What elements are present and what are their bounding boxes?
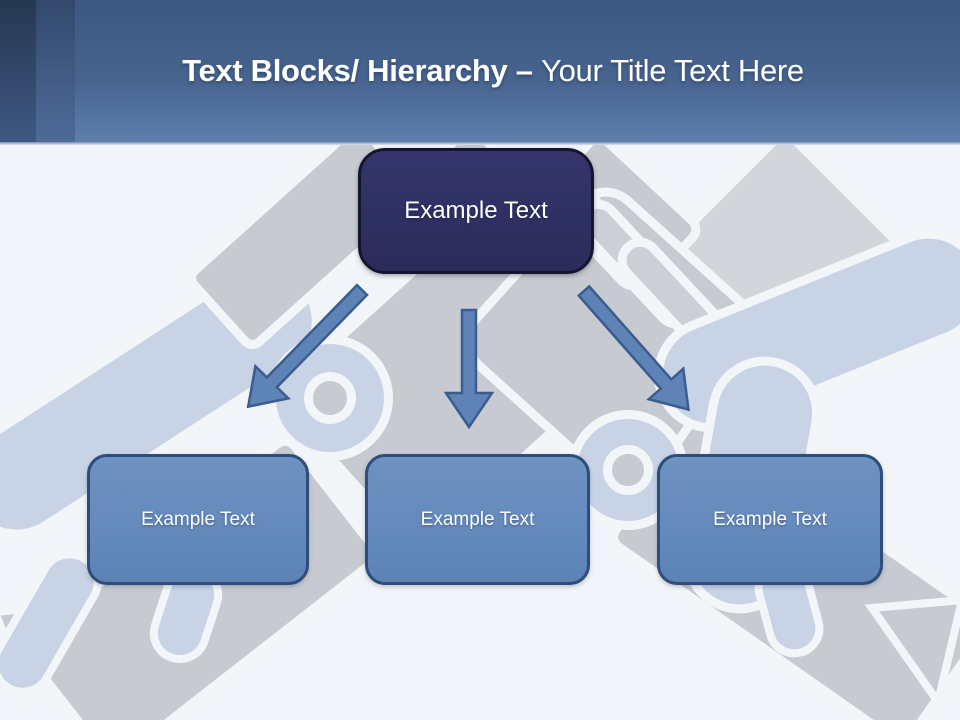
hierarchy-child-label-2: Example Text [420,508,535,530]
connector-arrow-middle[interactable] [443,308,495,430]
title-regular-text: Your Title Text Here [541,53,804,88]
hierarchy-child-box-2[interactable]: Example Text [365,454,590,585]
slide-title[interactable]: Text Blocks/ Hierarchy – Your Title Text… [26,0,960,142]
accent-stripe-dark [0,0,36,145]
hierarchy-root-label: Example Text [404,197,548,224]
hierarchy-root-box[interactable]: Example Text [358,148,594,274]
title-bold-text: Text Blocks/ Hierarchy – [182,53,542,88]
hierarchy-child-label-3: Example Text [713,508,827,530]
slide-header [0,0,960,145]
connector-arrow-right[interactable] [567,276,706,425]
hierarchy-child-box-1[interactable]: Example Text [87,454,309,585]
accent-stripe-mid [36,0,75,145]
connector-arrow-left[interactable] [232,274,379,423]
slide-title-text: Text Blocks/ Hierarchy – Your Title Text… [182,53,804,89]
hierarchy-child-label-1: Example Text [141,508,255,530]
hierarchy-child-box-3[interactable]: Example Text [657,454,883,585]
